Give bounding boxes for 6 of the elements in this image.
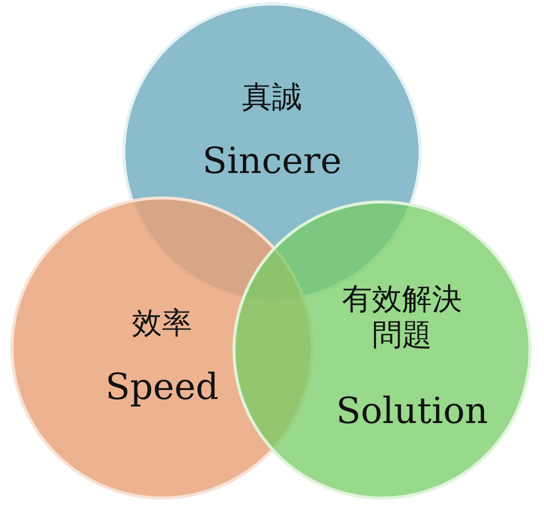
circle-label: Sincere (202, 140, 342, 184)
circle-label: 效率 (132, 306, 192, 342)
circle-label: 有效解決問題 (341, 282, 463, 354)
circle-label: Solution (336, 390, 488, 434)
circle-label: Speed (105, 366, 219, 410)
circle-label: 真誠 (242, 80, 302, 116)
